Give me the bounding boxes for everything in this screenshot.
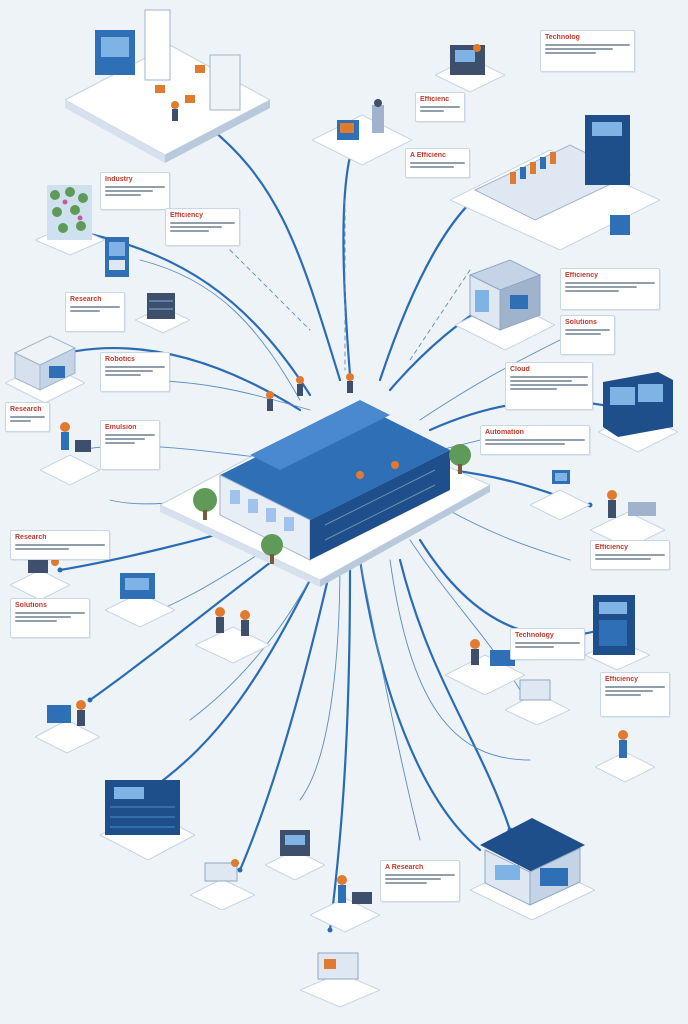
annotation-note: Robotics	[100, 352, 170, 392]
connector	[198, 118, 342, 382]
annotation-note: Research	[10, 530, 110, 560]
connector	[358, 558, 482, 852]
workstation-icon[interactable]	[595, 725, 655, 785]
annotation-note: A Research	[380, 860, 460, 902]
workstation-icon[interactable]	[190, 855, 255, 910]
server-lab-icon[interactable]	[65, 5, 275, 180]
server-rack-icon[interactable]	[100, 775, 195, 860]
annotation-note: Research	[65, 292, 125, 332]
connector	[398, 558, 512, 832]
workstation-icon[interactable]	[105, 565, 175, 630]
robot-arm-station-icon[interactable]	[435, 30, 505, 100]
robot-arm-station-icon[interactable]	[312, 95, 412, 175]
connector	[238, 568, 332, 872]
workstation-icon[interactable]	[300, 945, 380, 1010]
container-unit-icon[interactable]	[585, 590, 650, 675]
workstation-icon[interactable]	[265, 825, 325, 880]
workstation-icon[interactable]	[505, 675, 570, 725]
vertical-farm-icon[interactable]	[35, 180, 105, 260]
annotation-note: Technology	[510, 628, 585, 660]
factory-building-icon[interactable]	[160, 355, 500, 595]
workstation-icon[interactable]	[195, 600, 270, 665]
connector	[148, 558, 322, 792]
workstation-icon[interactable]	[310, 870, 380, 935]
annotation-note: Research	[5, 402, 50, 432]
annotation-note: Emulsion	[100, 420, 160, 470]
terminal-kiosk-icon[interactable]	[100, 232, 140, 287]
annotation-note: Automation	[480, 425, 590, 455]
workstation-icon[interactable]	[35, 695, 100, 755]
annotation-note: Efficiency	[600, 672, 670, 717]
annotation-note: Technolog	[540, 30, 635, 72]
annotation-note: Solutions	[10, 598, 90, 638]
annotation-note: Efficiency	[560, 268, 660, 310]
connector	[328, 568, 352, 932]
annotation-note: Efficienc	[415, 92, 465, 122]
hvac-unit-icon[interactable]	[5, 328, 85, 403]
annotation-note: Efficiency	[165, 208, 240, 246]
annotation-note: Efficiency	[590, 540, 670, 570]
annotation-note: Cloud	[505, 362, 593, 410]
annotation-note: A Efficienc	[405, 148, 470, 178]
workstation-icon[interactable]	[445, 630, 525, 695]
annotation-note: Industry	[100, 172, 170, 210]
storefront-icon[interactable]	[470, 810, 595, 920]
workstation-icon[interactable]	[530, 465, 590, 525]
server-rack-icon[interactable]	[135, 285, 190, 335]
workstation-icon[interactable]	[40, 415, 100, 490]
annotation-note: Solutions	[560, 315, 615, 355]
warehouse-block-icon[interactable]	[455, 255, 555, 355]
assembly-line-icon[interactable]	[450, 100, 660, 250]
control-room-icon[interactable]	[598, 372, 678, 457]
